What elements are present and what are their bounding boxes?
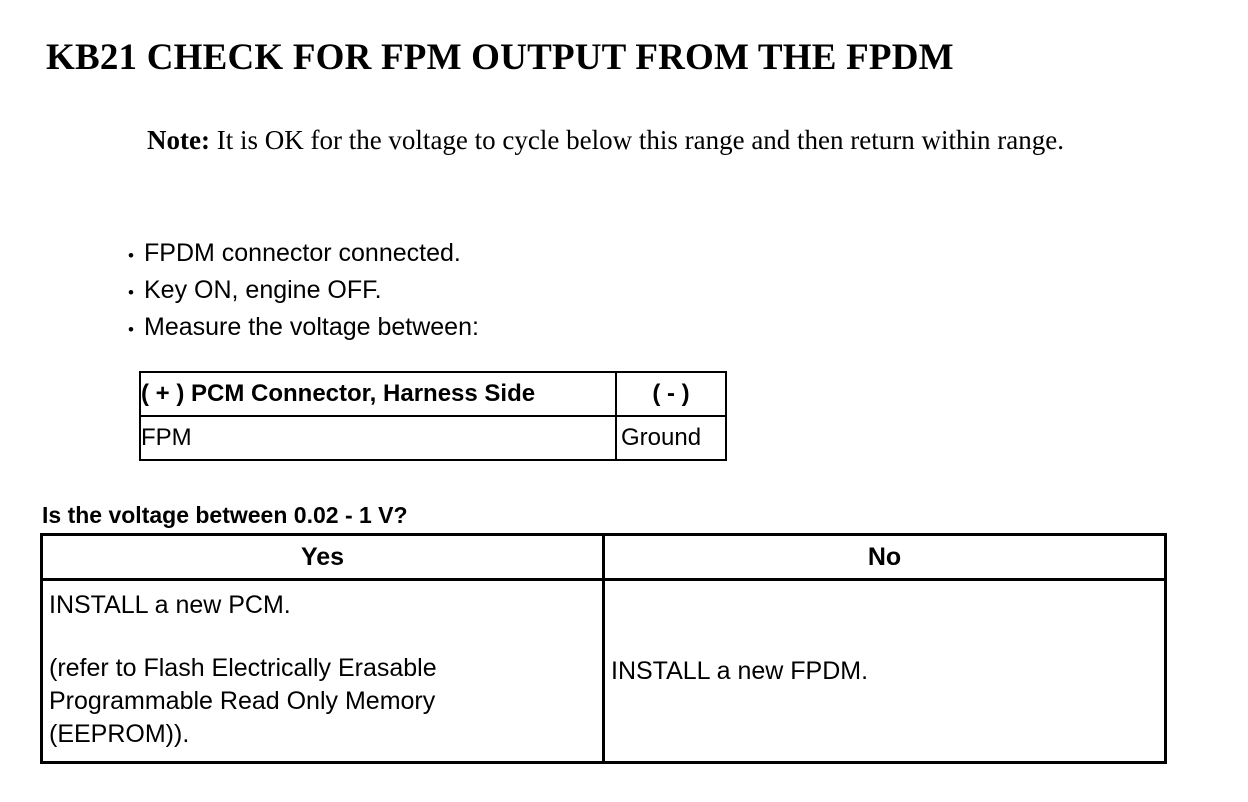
decision-yes-line-2: (refer to Flash Electrically Erasable [49,654,437,682]
list-item-label: FPDM connector connected. [144,239,461,267]
page-title: KB21 CHECK FOR FPM OUTPUT FROM THE FPDM [46,37,954,78]
decision-yes-line-4: (EEPROM)). [49,720,190,748]
bullet-dot-icon: • [128,246,134,265]
decision-no-text: INSTALL a new FPDM. [611,656,869,685]
measurement-table: ( + ) PCM Connector, Harness Side ( - ) … [139,371,727,461]
decision-cell-yes: INSTALL a new PCM. (refer to Flash Elect… [40,578,605,764]
list-item: • Key ON, engine OFF. [128,273,828,310]
decision-header-no: No [602,533,1167,581]
decision-cell-no: INSTALL a new FPDM. [602,578,1167,764]
measurement-cell-negative: Ground [615,415,727,461]
bullet-dot-icon: • [128,320,134,339]
decision-yes-spacer [49,622,602,652]
question-text: Is the voltage between 0.02 - 1 V? [42,502,408,528]
note-block: Note: It is OK for the voltage to cycle … [147,120,1195,160]
measurement-cell-positive: FPM [139,415,617,461]
note-label: Note: [147,125,210,155]
measurement-header-negative: ( - ) [615,371,727,417]
list-item-label: Key ON, engine OFF. [144,276,382,304]
list-item: • Measure the voltage between: [128,310,828,347]
table-row: Yes No [40,533,1167,581]
decision-yes-line-1: INSTALL a new PCM. [49,591,291,619]
bullet-dot-icon: • [128,283,134,302]
table-row: ( + ) PCM Connector, Harness Side ( - ) [139,371,727,417]
table-row: FPM Ground [139,415,727,461]
decision-yes-line-3: Programmable Read Only Memory [49,687,436,715]
note-text: It is OK for the voltage to cycle below … [209,125,1064,155]
table-row: INSTALL a new PCM. (refer to Flash Elect… [40,578,1167,764]
list-item-label: Measure the voltage between: [144,313,479,341]
decision-header-yes: Yes [40,533,605,581]
condition-list: • FPDM connector connected. • Key ON, en… [128,236,828,347]
decision-table: Yes No INSTALL a new PCM. (refer to Flas… [40,533,1167,764]
measurement-header-positive: ( + ) PCM Connector, Harness Side [139,371,617,417]
list-item: • FPDM connector connected. [128,236,828,273]
